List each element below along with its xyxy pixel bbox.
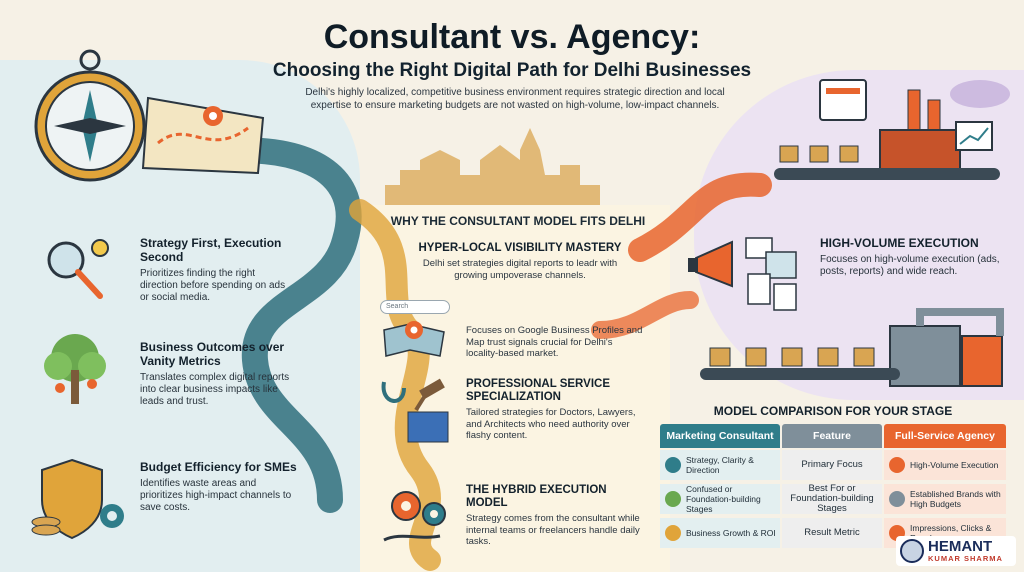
cell-feature: Primary Focus [782,450,882,480]
center-item-body: Strategy comes from the consultant while… [466,513,640,547]
cell-consultant: Business Growth & ROI [660,518,780,548]
cell-agency: High-Volume Execution [884,450,1006,480]
left-item-body: Identifies waste areas and prioritizes h… [140,478,292,513]
comparison-table: Marketing Consultant Feature Full-Servic… [660,424,1006,552]
logo-subname: KUMAR SHARMA [928,553,1003,563]
logo-name: HEMANT [928,537,993,555]
center-item-title: HYPER-LOCAL VISIBILITY MASTERY [418,242,622,254]
center-heading: WHY THE CONSULTANT MODEL FITS DELHI [390,214,646,228]
left-item-body: Prioritizes finding the right direction … [140,268,286,303]
left-item-title: Budget Efficiency for SMEs [140,460,297,474]
factory-conveyor-illustration [774,79,1010,180]
center-item-title: THE HYBRID EXECUTION MODEL [466,484,607,509]
tree-icon [44,334,106,404]
right-item-body: Focuses on high-volume execution (ads, p… [820,254,1000,277]
table-row: Strategy, Clarity & Direction Primary Fo… [660,450,1006,482]
intro-text: Delhi's highly localized, competitive bu… [305,87,725,111]
building-icon [889,491,905,507]
center-item-visibility: HYPER-LOCAL VISIBILITY MASTERY Delhi set… [405,242,635,281]
header-consultant: Marketing Consultant [660,424,780,448]
left-item-title: Business Outcomes over Vanity Metrics [140,340,285,368]
left-item-outcomes: Business Outcomes over Vanity Metrics Tr… [140,340,290,408]
cell-feature: Result Metric [782,518,882,548]
cell-consultant: Strategy, Clarity & Direction [660,450,780,480]
shield-coins-icon [31,458,124,540]
left-item-title: Strategy First, Execution Second [140,236,282,264]
sprout-icon [665,491,681,507]
cell-text: Confused or Foundation-building Stages [686,484,761,514]
stethoscope-gavel-icon [381,378,449,443]
megaphone-icon [688,237,797,311]
map-pin-icon [383,321,445,357]
magnifier-bulb-icon [47,239,109,299]
right-item-title: HIGH-VOLUME EXECUTION [820,236,979,250]
left-item-strategy: Strategy First, Execution Second Priorit… [140,236,290,304]
center-item-hybrid: THE HYBRID EXECUTION MODEL Strategy come… [466,484,646,548]
cell-text: Business Growth & ROI [686,528,776,538]
center-item-gbp: Focuses on Google Business Profiles and … [466,322,646,360]
page-title: Consultant vs. Agency: [323,18,701,56]
center-item-body: Tailored strategies for Doctors, Lawyers… [466,407,636,441]
header-feature: Feature [782,424,882,448]
table-row: Confused or Foundation-building Stages B… [660,484,1006,516]
compass-map-illustration [34,49,265,182]
left-item-budget: Budget Efficiency for SMEs Identifies wa… [140,460,300,514]
search-bar: Search [380,300,450,314]
center-item-body: Focuses on Google Business Profiles and … [466,325,643,359]
cell-agency: Established Brands with High Budgets [884,484,1006,514]
growth-chart-icon [665,525,681,541]
brand-logo: HEMANT KUMAR SHARMA [896,536,1016,566]
gears-hands-icon [383,491,446,542]
center-item-title: PROFESSIONAL SERVICE SPECIALIZATION [466,378,610,403]
left-item-body: Translates complex digital reports into … [140,372,290,407]
right-item-volume: HIGH-VOLUME EXECUTION Focuses on high-vo… [820,236,1010,278]
search-label: Search [386,303,409,310]
cell-feature: Best For or Foundation-building Stages [782,484,882,514]
compass-icon [665,457,681,473]
table-title: MODEL COMPARISON FOR YOUR STAGE [713,404,953,418]
page-subtitle: Choosing the Right Digital Path for Delh… [272,60,752,81]
megaphone-icon [889,457,905,473]
cell-text: High-Volume Execution [910,460,999,470]
header-agency: Full-Service Agency [884,424,1006,448]
cell-text: Strategy, Clarity & Direction [686,455,754,475]
center-item-professional: PROFESSIONAL SERVICE SPECIALIZATION Tail… [466,378,646,442]
center-item-body: Delhi set strategies digital reports to … [422,258,618,281]
cell-consultant: Confused or Foundation-building Stages [660,484,780,514]
conveyor-machine-illustration [700,308,1004,387]
avatar [900,539,924,563]
cell-text: Established Brands with High Budgets [910,489,1001,509]
